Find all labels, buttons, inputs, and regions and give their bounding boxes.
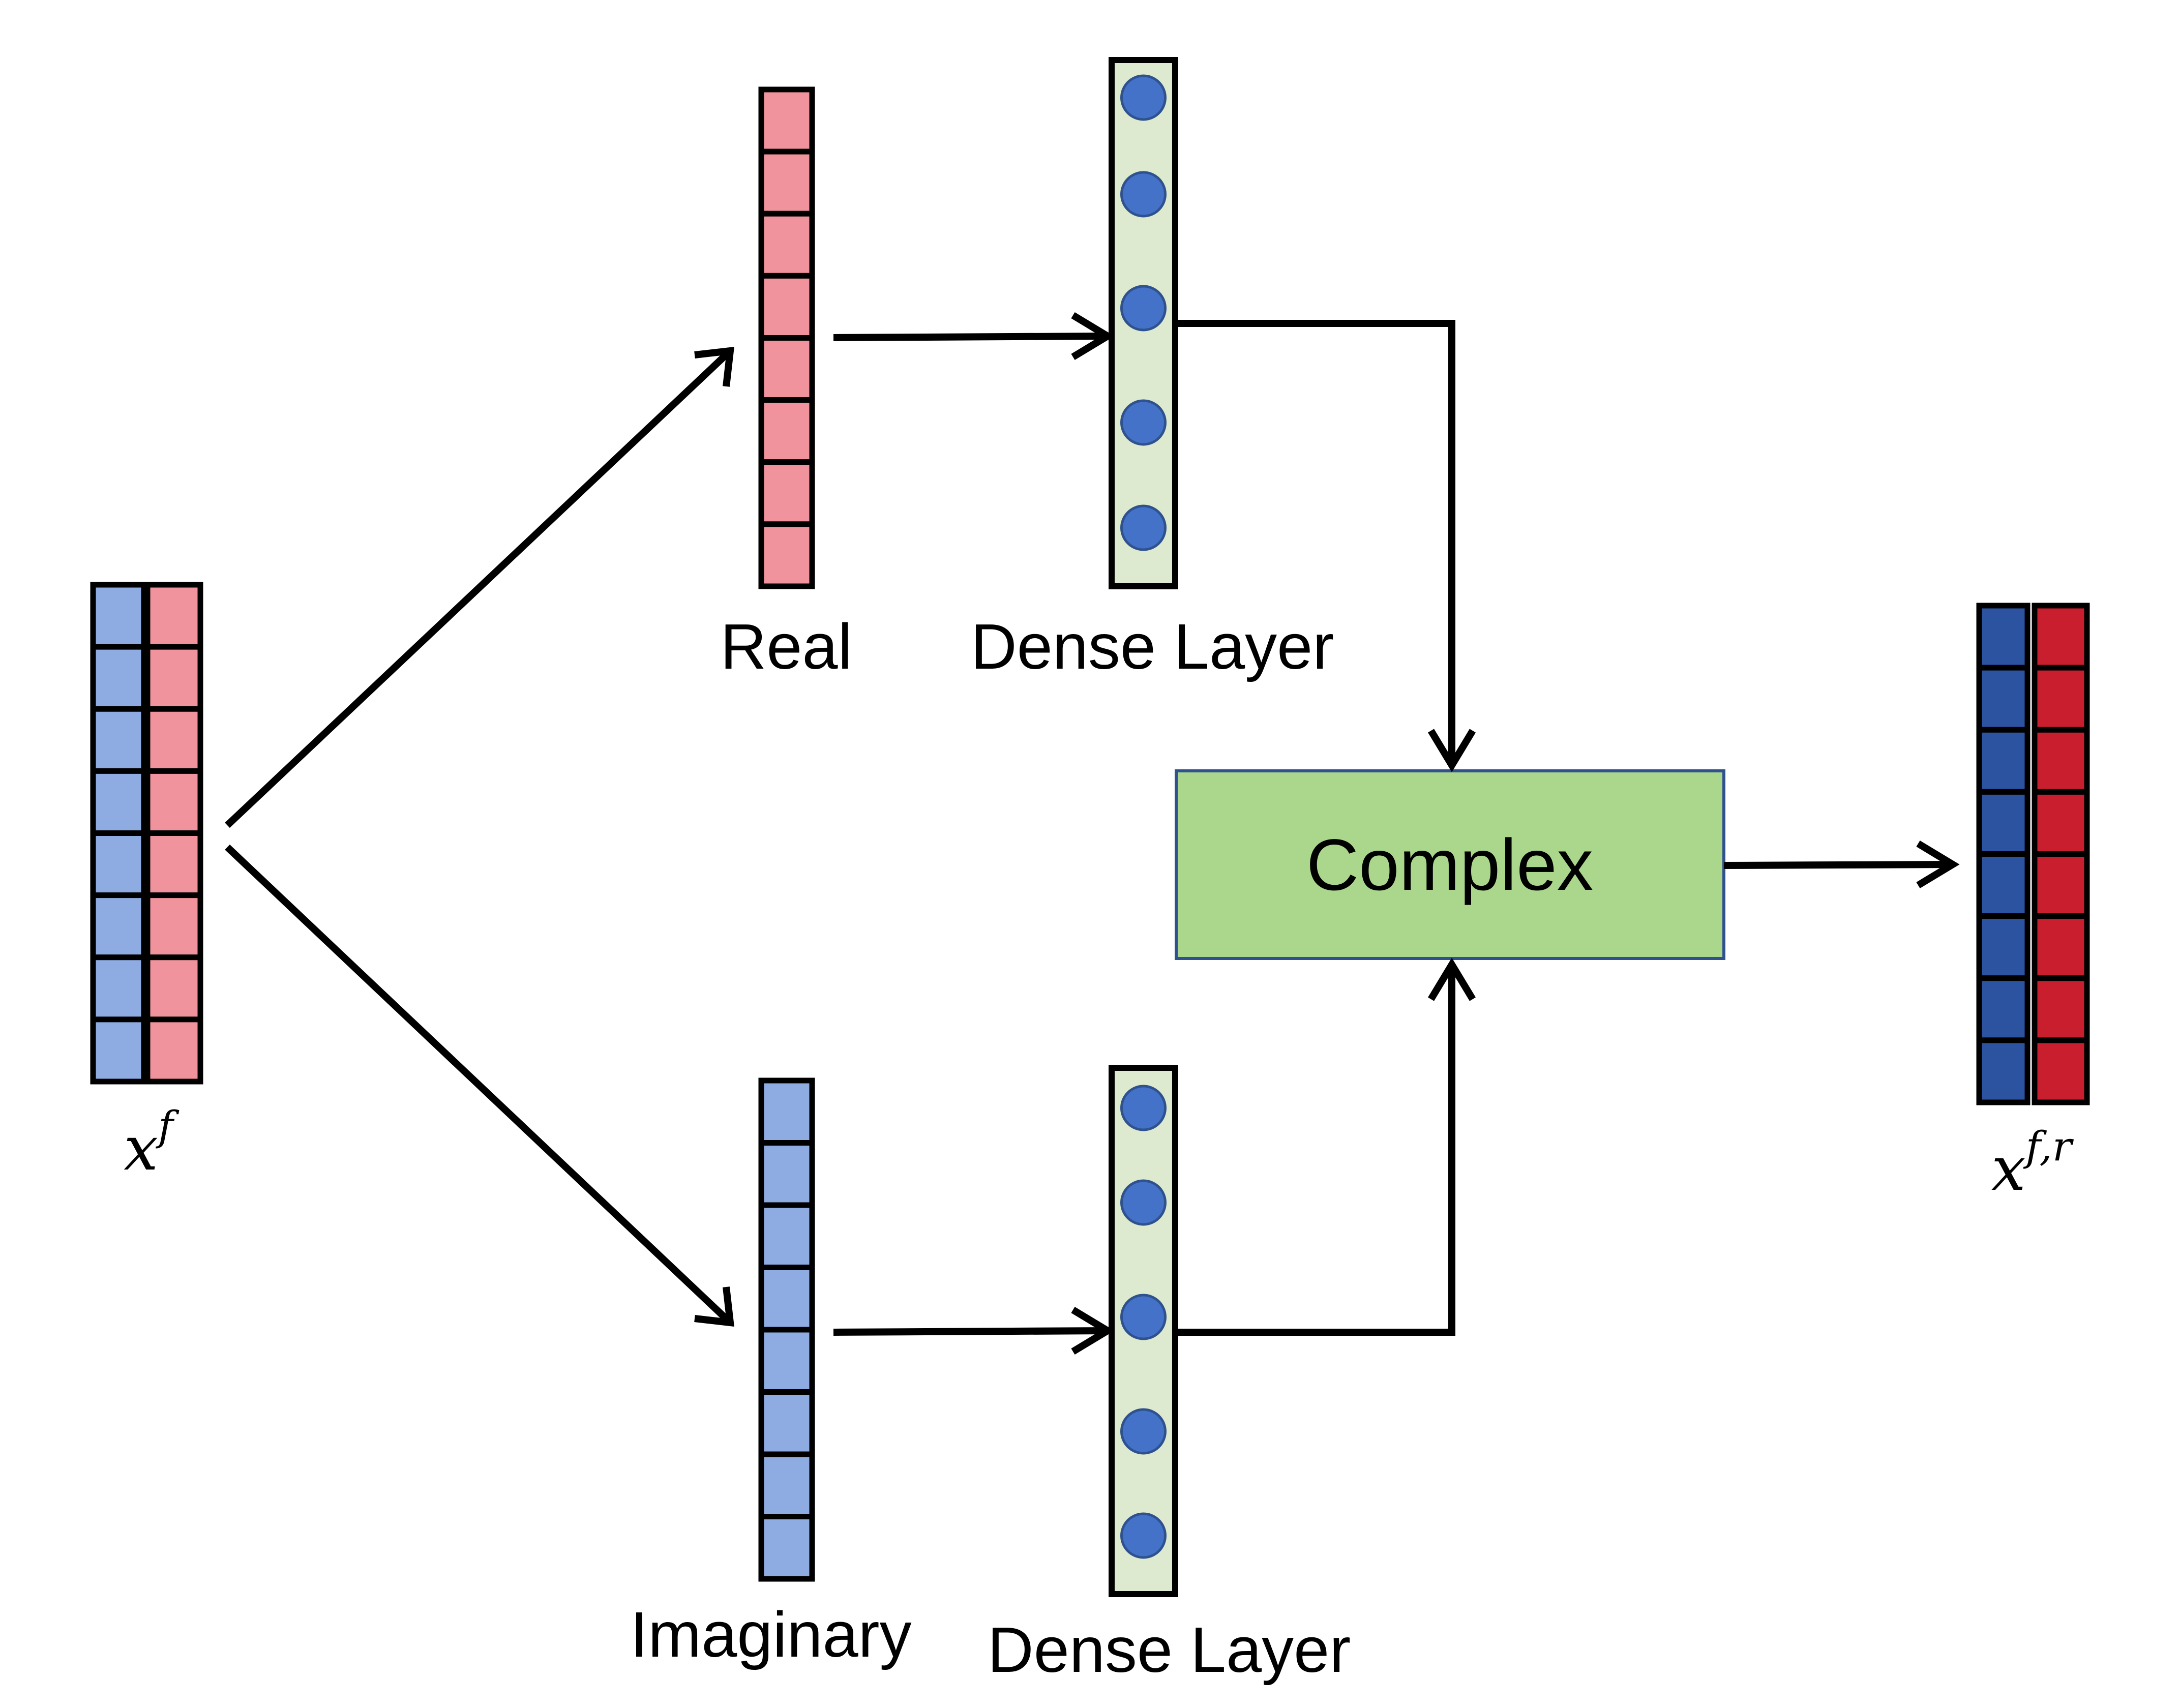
output-imag-cell bbox=[1976, 913, 2031, 981]
real-vector-cell bbox=[758, 211, 815, 279]
dense-layer-bottom bbox=[1109, 1065, 1178, 1597]
dense-top-frame bbox=[1109, 57, 1178, 589]
dense-bottom-neuron bbox=[1120, 1294, 1167, 1340]
imaginary-label: Imaginary bbox=[630, 1599, 911, 1670]
imaginary-vector-cell bbox=[758, 1202, 815, 1270]
imaginary-vector-cell bbox=[758, 1327, 815, 1395]
output-real-cell bbox=[2032, 851, 2090, 919]
dense-bottom-neuron bbox=[1120, 1408, 1167, 1455]
real-vector-cell bbox=[758, 86, 815, 155]
dense-top-neuron bbox=[1120, 171, 1167, 218]
output-imag-cell bbox=[1976, 665, 2031, 733]
imaginary-vector-cell bbox=[758, 1389, 815, 1457]
arrow-input-to-imaginary bbox=[225, 844, 733, 1326]
input-imag-cell bbox=[90, 830, 147, 898]
output-real-column bbox=[2032, 603, 2090, 1105]
dense-layer-bottom-label: Dense Layer bbox=[988, 1614, 1351, 1686]
arrowhead-complex-to-output bbox=[1916, 841, 1960, 888]
arrowhead-input-to-imaginary bbox=[694, 1286, 734, 1327]
output-real-cell bbox=[2032, 913, 2090, 981]
dense-layer-top-label: Dense Layer bbox=[971, 611, 1334, 682]
input-real-cell bbox=[144, 644, 203, 712]
dense-top-neuron bbox=[1120, 285, 1167, 332]
real-vector-cell bbox=[758, 148, 815, 217]
real-label: Real bbox=[720, 611, 852, 682]
input-imag-cell bbox=[90, 768, 147, 836]
real-vector bbox=[758, 86, 815, 589]
output-real-cell bbox=[2032, 665, 2090, 733]
connections bbox=[225, 312, 1960, 1355]
input-real-column bbox=[144, 582, 203, 1085]
dense-bottom-neuron bbox=[1120, 1512, 1167, 1559]
arrowhead-input-to-real bbox=[694, 347, 734, 387]
imaginary-vector-cell bbox=[758, 1451, 815, 1519]
output-imag-cell bbox=[1976, 1037, 2031, 1105]
output-imag-cell bbox=[1976, 727, 2031, 795]
dense-bottom-neuron bbox=[1120, 1085, 1167, 1131]
input-imag-column bbox=[90, 582, 147, 1085]
complex-label: Complex bbox=[1306, 825, 1593, 906]
output-vector bbox=[1976, 603, 2090, 1105]
output-imag-cell bbox=[1976, 975, 2031, 1043]
output-imag-cell bbox=[1976, 851, 2031, 919]
output-real-cell bbox=[2032, 975, 2090, 1043]
arrow-dense-bottom-to-complex bbox=[1177, 965, 1455, 1336]
input-real-cell bbox=[144, 768, 203, 836]
complex-box bbox=[1175, 769, 1725, 960]
real-vector-cell bbox=[758, 335, 815, 403]
input-real-cell bbox=[144, 830, 203, 898]
input-real-cell bbox=[144, 582, 203, 650]
input-imag-cell bbox=[90, 644, 147, 712]
arrow-dense-top-to-complex bbox=[1177, 320, 1455, 765]
input-imag-cell bbox=[90, 892, 147, 961]
real-vector-cell bbox=[758, 397, 815, 465]
input-real-cell bbox=[144, 706, 203, 774]
real-vector-cell bbox=[758, 273, 815, 341]
real-vector-cell bbox=[758, 459, 815, 527]
arrow-complex-to-output bbox=[1723, 861, 1953, 869]
output-imag-cell bbox=[1976, 603, 2031, 671]
imaginary-vector-cell bbox=[758, 1265, 815, 1333]
arrowhead-imaginary-to-dense-bottom bbox=[1071, 1307, 1115, 1355]
dense-bottom-neuron bbox=[1120, 1179, 1167, 1226]
arrowhead-dense-bottom-to-complex bbox=[1428, 957, 1476, 1001]
input-real-cell bbox=[144, 892, 203, 961]
arrowhead-dense-top-to-complex bbox=[1428, 729, 1476, 772]
input-real-cell bbox=[144, 1016, 203, 1085]
imaginary-vector-cell bbox=[758, 1140, 815, 1208]
imaginary-vector bbox=[758, 1077, 815, 1582]
arrowhead-real-to-dense-top bbox=[1071, 312, 1115, 360]
input-imag-cell bbox=[90, 954, 147, 1023]
imaginary-vector-cell bbox=[758, 1077, 815, 1146]
real-vector-cell bbox=[758, 521, 815, 589]
dense-top-neuron bbox=[1120, 399, 1167, 446]
arrow-imaginary-to-dense-bottom bbox=[833, 1327, 1108, 1336]
output-real-cell bbox=[2032, 603, 2090, 671]
output-real-cell bbox=[2032, 727, 2090, 795]
output-real-cell bbox=[2032, 1037, 2090, 1105]
input-imag-cell bbox=[90, 706, 147, 774]
arrow-real-to-dense-top bbox=[833, 333, 1108, 341]
imaginary-vector-cell bbox=[758, 1514, 815, 1582]
output-imag-column bbox=[1976, 603, 2031, 1105]
input-imag-cell bbox=[90, 582, 147, 650]
output-vector-label: xf,r bbox=[1991, 1123, 2074, 1205]
output-imag-cell bbox=[1976, 789, 2031, 857]
input-real-cell bbox=[144, 954, 203, 1023]
input-imag-cell bbox=[90, 1016, 147, 1085]
dense-top-neuron bbox=[1120, 504, 1167, 551]
input-vector-label: xf bbox=[124, 1102, 180, 1184]
dense-top-neuron bbox=[1120, 74, 1167, 121]
output-real-cell bbox=[2032, 789, 2090, 857]
arrow-input-to-real bbox=[225, 348, 733, 828]
input-vector bbox=[90, 582, 203, 1085]
dense-layer-top bbox=[1109, 57, 1178, 589]
